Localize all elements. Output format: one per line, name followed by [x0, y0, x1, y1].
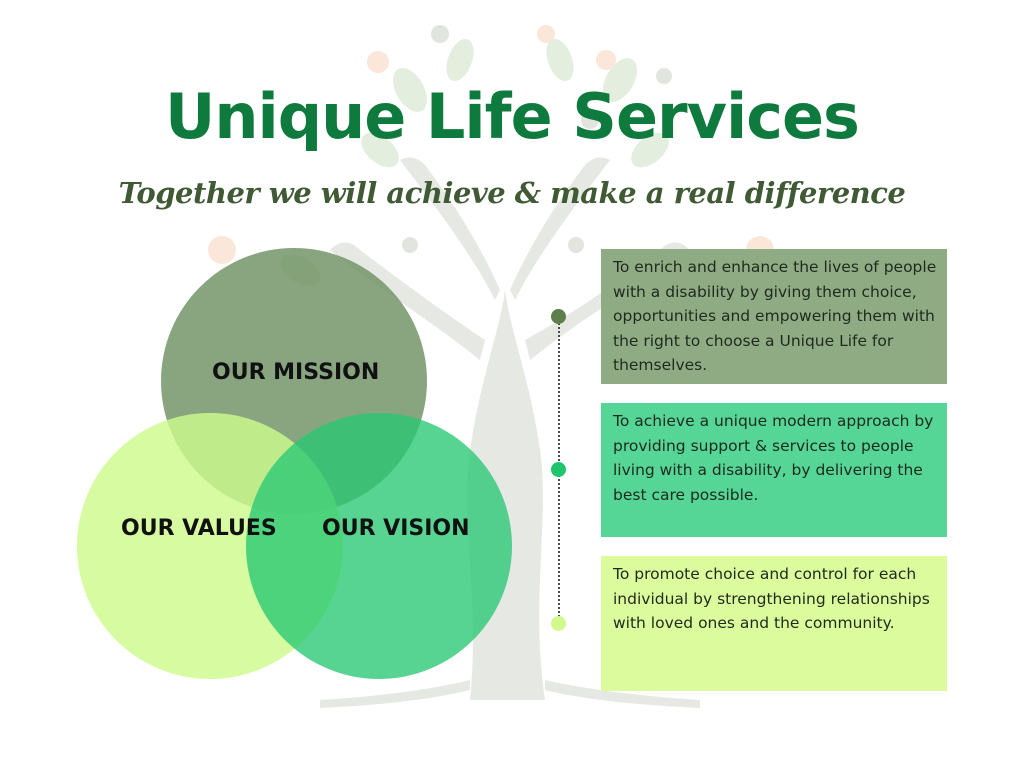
tree-blossom [537, 25, 555, 43]
timeline-dot-vision [551, 462, 566, 477]
tree-fruit [402, 237, 418, 253]
tree-fruit [581, 111, 599, 129]
tree-leaf [602, 58, 638, 102]
tree-leaf [631, 132, 669, 168]
tree-fruit [656, 68, 672, 84]
tree-branch-upper-left [400, 157, 500, 300]
tree-fruit [568, 237, 584, 253]
tree-leaf [546, 38, 574, 82]
vision-label: OUR VISION [322, 516, 470, 541]
vision-circle [246, 413, 512, 679]
tree-blossom [596, 50, 616, 70]
tree-branch-upper-right [510, 157, 610, 300]
vision-statement-box: To achieve a unique modern approach by p… [601, 403, 947, 537]
tree-leaf [392, 68, 428, 112]
tree-leaf [446, 38, 474, 82]
tree-leaf [361, 132, 399, 168]
tree-fruit [431, 25, 449, 43]
tree-blossom [208, 236, 236, 264]
page-title: Unique Life Services [165, 80, 860, 153]
tree-root-left [320, 680, 470, 708]
mission-label: OUR MISSION [212, 360, 380, 385]
timeline-dot-mission [551, 309, 566, 324]
values-statement-box: To promote choice and control for each i… [601, 556, 947, 691]
tree-root-right [545, 680, 700, 708]
timeline-dot-values [551, 616, 566, 631]
mission-statement-box: To enrich and enhance the lives of peopl… [601, 249, 947, 384]
values-label: OUR VALUES [121, 516, 277, 541]
tree-blossom [367, 51, 389, 73]
tagline: Together we will achieve & make a real d… [118, 176, 906, 210]
